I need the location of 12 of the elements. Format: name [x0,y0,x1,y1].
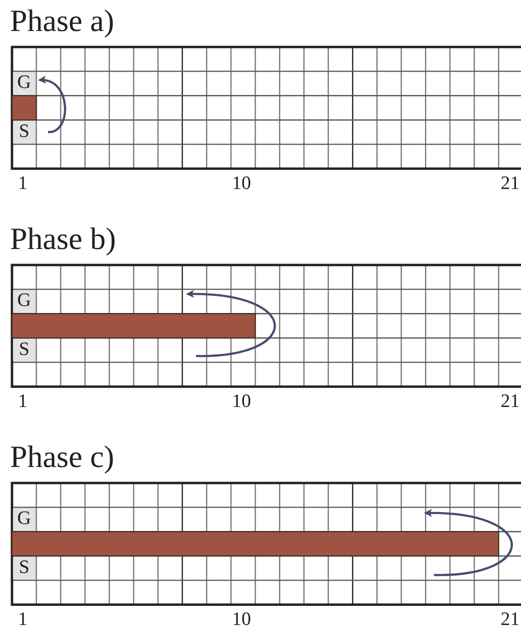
axis-tick-label: 10 [232,172,251,195]
panel-title: Phase b) [10,222,116,256]
axis-tick-label: 1 [18,608,28,631]
axis-tick-label: 1 [18,390,28,413]
axis-tick-label: 21 [500,172,520,195]
panel-title: Phase a) [10,4,114,38]
axis-tick-label: 21 [500,390,520,413]
axis-tick-label: 1 [18,172,28,195]
axis-tick-label: 10 [232,608,251,631]
axis-tick-label: 21 [500,608,520,631]
axis-tick-label: 10 [232,390,251,413]
panel-title: Phase c) [10,440,114,474]
